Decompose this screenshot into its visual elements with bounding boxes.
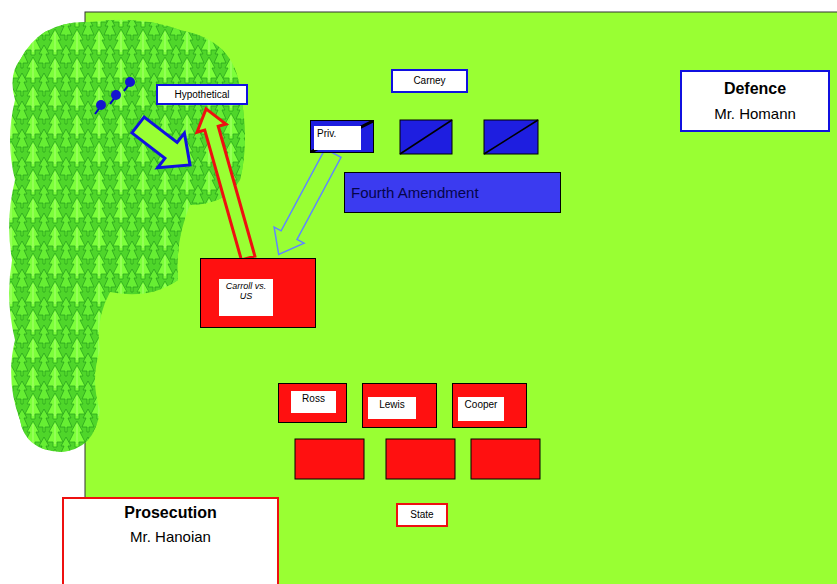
node-title: Carney bbox=[413, 75, 445, 87]
case-box: State bbox=[396, 503, 448, 527]
block-arrow bbox=[132, 117, 190, 168]
node-title: Priv. bbox=[317, 128, 336, 140]
blank-block bbox=[400, 120, 452, 154]
pin-head bbox=[111, 90, 121, 100]
label-patch: Carroll vs. US bbox=[219, 279, 273, 316]
precedent-block: Priv. bbox=[310, 120, 374, 153]
node-subtitle: Mr. Hanoian bbox=[130, 528, 211, 545]
precedent-block: Lewis bbox=[362, 383, 437, 428]
pins bbox=[95, 77, 135, 114]
label-patch: Cooper bbox=[458, 397, 504, 421]
precedent-block: Carroll vs. US bbox=[200, 258, 316, 328]
blank-block bbox=[471, 439, 540, 479]
node-title: Lewis bbox=[379, 399, 405, 411]
counsel-box: DefenceMr. Homann bbox=[680, 70, 830, 132]
label-patch: Priv. bbox=[314, 126, 361, 150]
block-arrow-connector bbox=[197, 109, 255, 260]
empty-red-blocks bbox=[295, 439, 540, 479]
case-box: Hypothetical bbox=[156, 84, 248, 105]
node-title: Prosecution bbox=[124, 504, 216, 522]
precedent-block: Ross bbox=[278, 383, 347, 423]
precedent-block: Cooper bbox=[452, 383, 527, 428]
node-title: State bbox=[410, 509, 433, 521]
blank-block bbox=[484, 120, 538, 154]
pin-head bbox=[96, 100, 106, 110]
pin-head bbox=[125, 77, 135, 87]
case-box: Carney bbox=[391, 69, 468, 93]
strike-line bbox=[484, 120, 538, 154]
empty-blue-blocks bbox=[400, 120, 538, 154]
strike-line bbox=[311, 121, 373, 152]
doctrine-bar: Fourth Amendment bbox=[344, 172, 561, 213]
counsel-box: ProsecutionMr. Hanoian bbox=[62, 497, 279, 584]
node-title: Fourth Amendment bbox=[351, 184, 479, 201]
strike-line bbox=[400, 120, 452, 154]
blank-block bbox=[295, 439, 364, 479]
node-title: Cooper bbox=[465, 399, 498, 411]
node-subtitle: Mr. Homann bbox=[714, 105, 796, 122]
label-patch: Ross bbox=[291, 391, 336, 413]
node-title: Hypothetical bbox=[174, 89, 229, 101]
node-title: Ross bbox=[302, 393, 325, 405]
node-title: Defence bbox=[724, 80, 786, 98]
label-patch: Lewis bbox=[368, 397, 416, 419]
node-title: Carroll vs. US bbox=[222, 281, 270, 302]
block-arrow-connector bbox=[274, 149, 341, 255]
blank-block bbox=[386, 439, 455, 479]
